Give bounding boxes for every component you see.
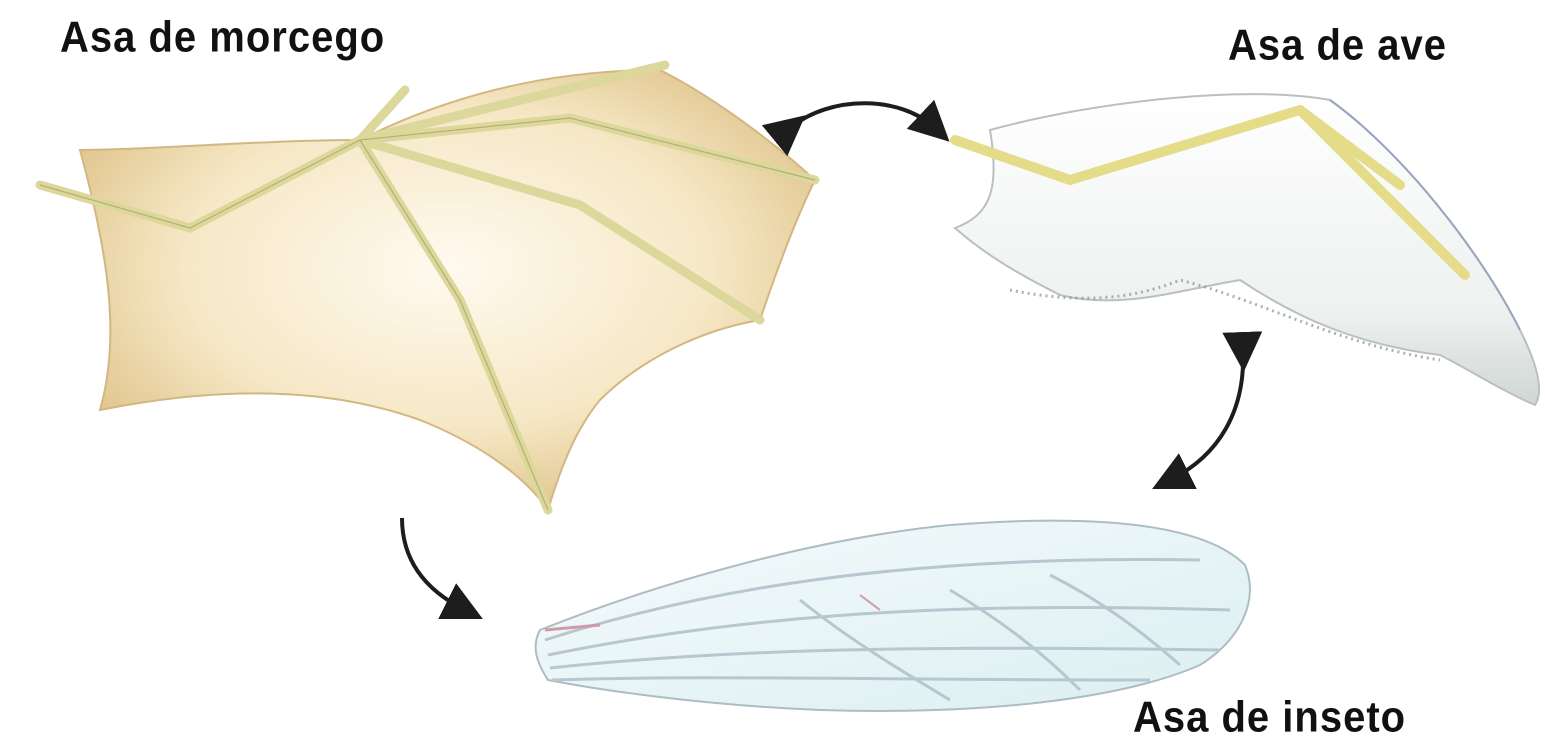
arrow-bat-bird xyxy=(790,103,935,128)
insect-wing-membrane xyxy=(536,521,1250,711)
insect-wing xyxy=(536,521,1250,711)
arrow-bird-insect xyxy=(1170,352,1243,480)
bat-wing xyxy=(40,65,815,510)
bird-wing xyxy=(955,94,1539,405)
insect-wing-label: Asa de inseto xyxy=(1133,696,1406,739)
bat-wing-label: Asa de morcego xyxy=(60,16,385,59)
arrow-bat-insect xyxy=(402,518,465,610)
bird-wing-feathers xyxy=(955,94,1539,405)
bird-wing-label: Asa de ave xyxy=(1228,24,1447,67)
